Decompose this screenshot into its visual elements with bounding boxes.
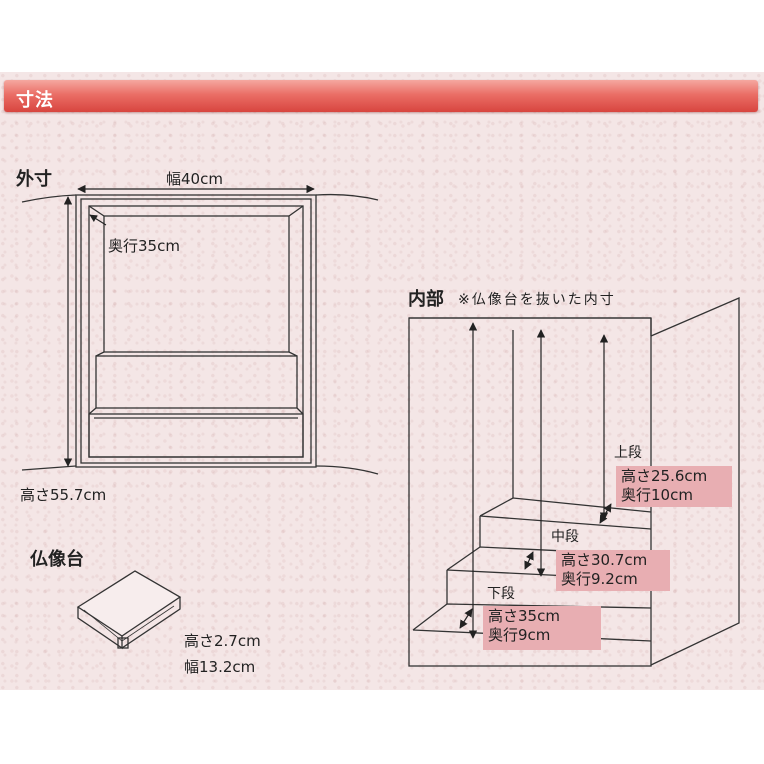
header-bar [4, 80, 758, 112]
section-title: 寸法 [16, 90, 54, 111]
outer-height-label: 高さ55.7cm [20, 486, 107, 504]
lower-step-height: 高さ35cm [488, 607, 560, 625]
outer-width-label: 幅40cm [166, 170, 223, 188]
middle-step-label: 中段 [551, 529, 579, 545]
left-door-edge [21, 194, 77, 203]
upper-step-depth: 奥行10cm [621, 486, 693, 504]
upper-step-height: 高さ25.6cm [621, 467, 708, 485]
lower-step-label: 下段 [487, 586, 515, 602]
inner-note: ※仏像台を抜いた内寸 [458, 292, 616, 308]
inner-arrows [459, 322, 612, 639]
inner-dimensions-title: 内部 [408, 289, 444, 310]
middle-step-depth: 奥行9.2cm [561, 570, 638, 588]
middle-depth-arrow [524, 551, 534, 570]
middle-step-dimensions: 高さ30.7cm 奥行9.2cm [556, 550, 670, 591]
outer-depth-label: 奥行35cm [108, 237, 180, 255]
upper-step-label: 上段 [614, 445, 642, 461]
upper-step-dimensions: 高さ25.6cm 奥行10cm [616, 466, 732, 507]
step-upper [95, 355, 298, 409]
stand-height-label: 高さ2.7cm [184, 632, 261, 650]
buddha-stand-title: 仏像台 [30, 549, 84, 570]
right-door-bottom [315, 465, 379, 475]
stand-width-label: 幅13.2cm [184, 658, 256, 676]
lower-step-depth: 奥行9cm [488, 626, 551, 644]
outer-cabinet-drawing [21, 193, 379, 475]
lower-step-dimensions: 高さ35cm 奥行9cm [483, 606, 601, 650]
middle-step-height: 高さ30.7cm [561, 551, 648, 569]
lower-depth-arrow [459, 608, 473, 629]
outer-dimensions-title: 外寸 [16, 169, 52, 190]
step-lower [88, 413, 304, 458]
left-door-bottom [21, 465, 77, 471]
back-wall [103, 215, 290, 353]
outer-frame [75, 194, 317, 468]
depth-arrow [89, 214, 107, 226]
buddha-stand-drawing [76, 570, 182, 650]
upper-depth-arrow [599, 503, 612, 524]
right-door-edge [315, 193, 379, 201]
